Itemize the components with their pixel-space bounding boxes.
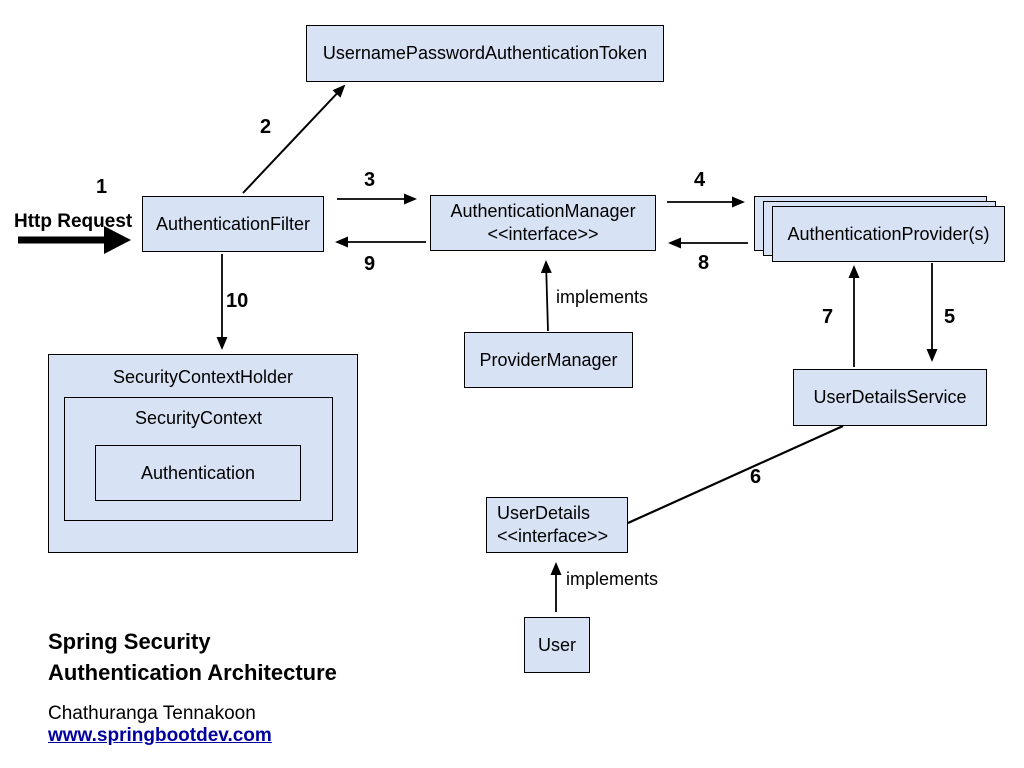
- box-provider-manager: ProviderManager: [464, 332, 633, 388]
- diagram-title-line1: Spring Security: [48, 629, 211, 654]
- box-label-line1: AuthenticationManager: [450, 201, 636, 221]
- box-label: ProviderManager: [479, 349, 618, 370]
- box-label-line1: UserDetails: [497, 503, 591, 523]
- step-label-10: 10: [226, 290, 249, 312]
- box-label: Authentication: [140, 462, 256, 483]
- box-label-line2: <<interface>>: [487, 224, 599, 244]
- box-authentication-providers: AuthenticationProvider(s): [772, 206, 1005, 262]
- step-label-9: 9: [364, 253, 376, 275]
- box-label: User: [537, 634, 576, 655]
- box-label: SecurityContextHolder: [112, 367, 294, 387]
- box-label-line2: <<interface>>: [497, 526, 609, 546]
- step-label-1: 1: [96, 176, 108, 198]
- website-link[interactable]: www.springbootdev.com: [48, 725, 272, 746]
- box-label: AuthenticationFilter: [155, 213, 311, 234]
- step-label-7: 7: [822, 306, 834, 328]
- box-authentication-filter: AuthenticationFilter: [142, 196, 324, 252]
- box-user: User: [524, 617, 590, 673]
- box-authentication: Authentication: [95, 445, 301, 501]
- step-label-2: 2: [260, 116, 272, 138]
- box-security-context: SecurityContext Authentication: [64, 397, 333, 521]
- implements-label-manager: implements: [556, 287, 649, 307]
- arrow-implements-manager: [540, 260, 552, 332]
- box-security-context-holder: SecurityContextHolder SecurityContext Au…: [48, 354, 358, 553]
- line-step-6: [627, 424, 844, 525]
- step-label-8: 8: [698, 252, 710, 274]
- diagram-title-line2: Authentication Architecture: [48, 660, 337, 685]
- box-label: SecurityContext: [134, 408, 263, 428]
- step-label-4: 4: [694, 169, 706, 191]
- diagram-title: Spring Security Authentication Architect…: [48, 626, 337, 688]
- step-label-6: 6: [750, 466, 762, 488]
- implements-label-user: implements: [566, 569, 659, 589]
- box-label: UserDetailsService: [813, 387, 967, 407]
- step-label-3: 3: [364, 169, 376, 191]
- arrow-step-1-head: [104, 226, 131, 254]
- http-request-label: Http Request: [14, 211, 133, 232]
- arrow-step-2: [242, 84, 346, 194]
- step-label-5: 5: [944, 306, 956, 328]
- box-label: UsernamePasswordAuthenticationToken: [322, 43, 648, 63]
- box-username-password-authentication-token: UsernamePasswordAuthenticationToken: [306, 25, 664, 82]
- box-user-details-service: UserDetailsService: [793, 369, 987, 426]
- box-label: AuthenticationProvider(s): [787, 223, 990, 244]
- author-name: Chathuranga Tennakoon: [48, 703, 256, 724]
- box-user-details: UserDetails <<interface>>: [486, 497, 628, 553]
- box-authentication-manager: AuthenticationManager <<interface>>: [430, 195, 656, 251]
